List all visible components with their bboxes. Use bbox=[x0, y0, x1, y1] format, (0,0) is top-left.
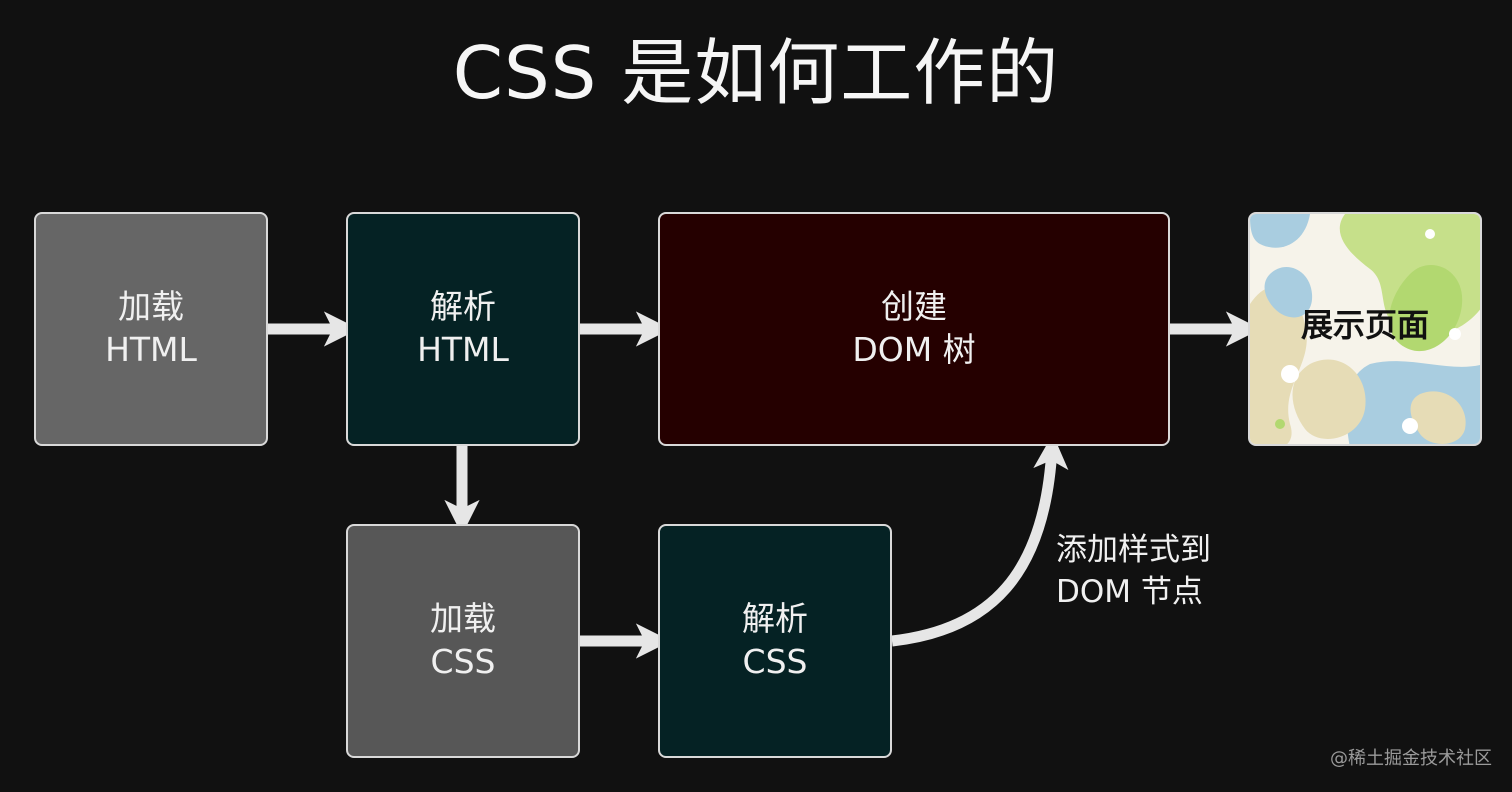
step-load-css-line2: CSS bbox=[430, 642, 496, 681]
step-parse-css-line1: 解析 bbox=[742, 599, 808, 639]
arrow-parse-css-to-dom bbox=[891, 433, 1069, 647]
step-parse-html-line2: HTML bbox=[417, 330, 509, 369]
step-load-html-line1: 加载 bbox=[118, 287, 184, 327]
step-display-page: 展示页面 bbox=[1248, 212, 1482, 446]
step-parse-css: 解析 CSS bbox=[658, 524, 892, 758]
page-title: CSS 是如何工作的 bbox=[452, 31, 1060, 115]
step-load-css: 加载 CSS bbox=[346, 524, 580, 758]
step-parse-html: 解析 HTML bbox=[346, 212, 580, 446]
annotation-line2: DOM 节点 bbox=[1056, 573, 1203, 610]
step-parse-html-line1: 解析 bbox=[430, 287, 496, 327]
step-load-css-line1: 加载 bbox=[430, 599, 496, 639]
step-create-dom-line1: 创建 bbox=[881, 287, 947, 327]
step-display-page-label: 展示页面 bbox=[1300, 306, 1429, 344]
annotation-add-styles: 添加样式到 DOM 节点 bbox=[1056, 530, 1211, 614]
annotation-line1: 添加样式到 bbox=[1056, 532, 1211, 568]
step-load-html-line2: HTML bbox=[105, 330, 197, 369]
watermark: @稀土掘金技术社区 bbox=[1330, 748, 1492, 769]
step-load-html: 加载 HTML bbox=[34, 212, 268, 446]
step-create-dom-line2: DOM 树 bbox=[852, 330, 976, 369]
step-parse-css-line2: CSS bbox=[742, 642, 808, 681]
step-create-dom: 创建 DOM 树 bbox=[658, 212, 1170, 446]
abstract-pattern-image bbox=[1250, 214, 1480, 444]
